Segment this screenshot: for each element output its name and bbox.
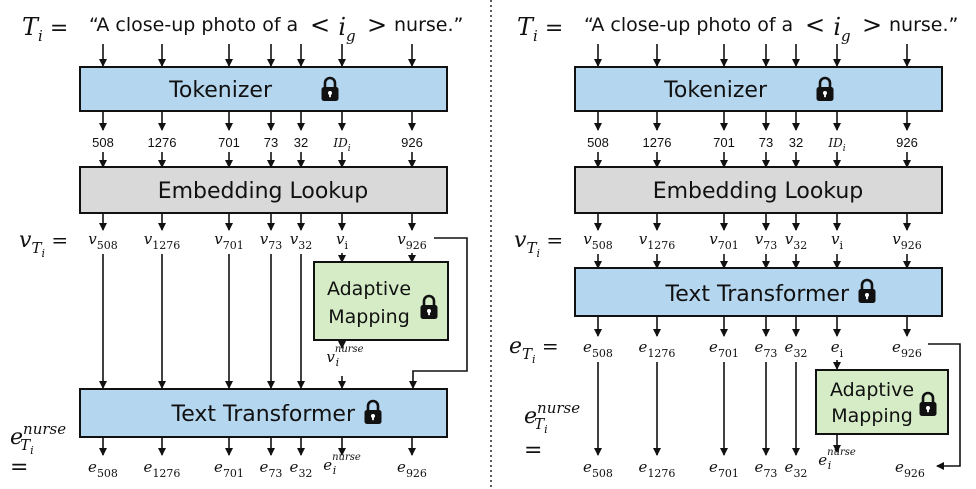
- prompt-gt: >: [367, 11, 387, 39]
- embedding-vector: e508: [88, 458, 118, 480]
- adaptive-mapping-label: Mapping: [328, 306, 410, 328]
- adaptive-mapping-box: [313, 261, 449, 341]
- prompt-placeholder: ig: [833, 13, 850, 45]
- token-id: 701: [218, 135, 240, 150]
- tokenizer-label: Tokenizer: [663, 78, 768, 103]
- prompt-lt: <: [310, 11, 330, 39]
- embedding-vector: e73: [260, 458, 283, 480]
- e-label: eTi =: [509, 334, 559, 366]
- token-id: 508: [587, 135, 609, 150]
- embedding-vector: e701: [214, 458, 244, 480]
- prompt-label: Ti =: [22, 13, 68, 45]
- prompt-placeholder: ig: [338, 13, 355, 45]
- tokenizer-box: [79, 66, 448, 112]
- text-transformer-box: [574, 267, 943, 317]
- text-transformer-label: Text Transformer: [171, 402, 356, 427]
- tokenizer-label: Tokenizer: [168, 78, 273, 103]
- prompt-gt: >: [862, 11, 882, 39]
- embedding-vector: e701: [709, 458, 739, 480]
- equals-sign: =: [524, 438, 542, 463]
- embedding-vector: v508: [583, 230, 612, 252]
- tokenizer-box: [574, 66, 943, 112]
- prompt-label: Ti =: [517, 13, 563, 45]
- embedding-vector: e32: [785, 338, 808, 360]
- embedding-vector: e1276: [144, 458, 181, 480]
- embedding-lookup-box: [79, 166, 448, 214]
- embedding-vector: e926: [895, 458, 925, 480]
- embedding-vector: e32: [785, 458, 808, 480]
- embedding-vector: e1276: [639, 458, 676, 480]
- adaptive-mapping-label: Adaptive: [830, 379, 914, 401]
- embedding-vector: v926: [892, 230, 921, 252]
- embedding-vector: e926: [892, 338, 922, 360]
- embedding-lookup-label: Embedding Lookup: [653, 179, 864, 204]
- embedding-vector: e508: [583, 338, 613, 360]
- token-id: 1276: [643, 135, 672, 150]
- token-id: 73: [759, 135, 773, 150]
- skip-connection: [409, 237, 468, 389]
- adaptive-mapping-label: Mapping: [831, 405, 913, 427]
- token-id-special: IDi: [827, 136, 845, 154]
- token-id: 508: [92, 135, 114, 150]
- embedding-vector: v1276: [639, 230, 675, 252]
- embedding-vector: v32: [290, 230, 312, 252]
- text-transformer-box: [79, 388, 448, 438]
- right-panel: Ti = “A close-up photo of a < ig > nurse.” Tok…: [509, 11, 961, 480]
- embedding-vector: e73: [755, 458, 778, 480]
- left-panel: Ti = “A close-up photo of a < ig > nurse.” Tok…: [10, 11, 468, 480]
- prompt-text-end: nurse.”: [889, 14, 958, 36]
- token-id: 1276: [148, 135, 177, 150]
- prompt-text: “A close-up photo of a: [584, 14, 793, 36]
- embedding-lookup-box: [574, 166, 943, 214]
- token-id: 926: [401, 135, 423, 150]
- token-id: 926: [896, 135, 918, 150]
- embedding-vector: e32: [290, 458, 313, 480]
- embedding-vector: v32: [785, 230, 807, 252]
- embedding-lookup-label: Embedding Lookup: [158, 179, 369, 204]
- embedding-vector: e73: [755, 338, 778, 360]
- token-id: 701: [713, 135, 735, 150]
- text-transformer-label: Text Transformer: [665, 282, 850, 307]
- prompt-text-end: nurse.”: [394, 14, 463, 36]
- embedding-vector: v701: [214, 230, 243, 252]
- embedding-vector: v73: [755, 230, 777, 252]
- token-id: 32: [294, 135, 308, 150]
- embedding-vector: vi: [831, 230, 843, 252]
- embedding-vector: vi: [336, 230, 348, 252]
- embedding-vector: v1276: [144, 230, 180, 252]
- equals-sign: =: [10, 455, 28, 480]
- v-label: vTi =: [19, 228, 68, 260]
- embedding-vector: e508: [583, 458, 613, 480]
- adaptive-mapping-label: Adaptive: [327, 278, 411, 300]
- embedding-vector: e1276: [639, 338, 676, 360]
- embedding-vector: e701: [709, 338, 739, 360]
- embedding-vector: e926: [397, 458, 427, 480]
- v-label: vTi =: [514, 228, 563, 260]
- prompt-text: “A close-up photo of a: [89, 14, 298, 36]
- skip-connection: [928, 343, 961, 470]
- embedding-vector: v508: [88, 230, 117, 252]
- embedding-vector: v926: [397, 230, 426, 252]
- embedding-vector: v701: [709, 230, 738, 252]
- embedding-vector: ei: [831, 338, 844, 360]
- token-id-special: IDi: [332, 136, 350, 154]
- token-id: 32: [789, 135, 803, 150]
- prompt-lt: <: [805, 11, 825, 39]
- token-id: 73: [264, 135, 278, 150]
- embedding-vector: v73: [260, 230, 282, 252]
